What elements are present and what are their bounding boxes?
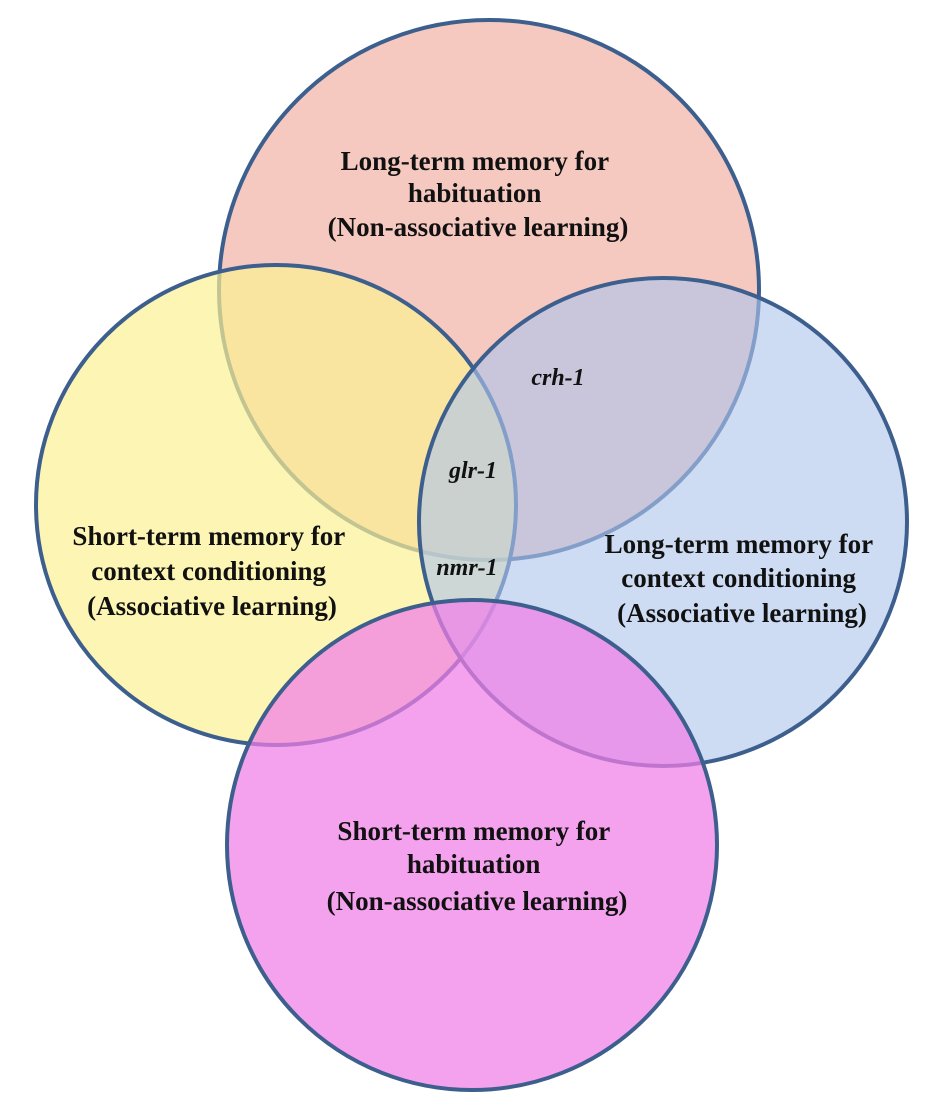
label-stm-habituation-line-3: (Non-associative learning) <box>327 886 628 916</box>
label-ltm-habituation-line-2: habituation <box>408 178 542 208</box>
label-stm-context-conditioning: Short-term memory for context conditioni… <box>72 521 351 621</box>
label-stm-habituation: Short-term memory for habituation (Non-a… <box>327 816 628 916</box>
gene-nmr-1: nmr-1 <box>436 555 497 581</box>
label-ltm-context-line-1: Long-term memory for <box>605 529 873 559</box>
label-ltm-context-conditioning: Long-term memory for context conditionin… <box>605 529 880 628</box>
label-stm-context-line-2: context conditioning <box>91 556 326 586</box>
label-stm-context-line-1: Short-term memory for <box>72 521 345 551</box>
label-ltm-habituation-line-1: Long-term memory for <box>341 146 609 176</box>
label-stm-habituation-line-1: Short-term memory for <box>337 816 610 846</box>
label-ltm-context-line-2: context conditioning <box>621 563 856 593</box>
label-stm-context-line-3: (Associative learning) <box>87 591 337 621</box>
circle-stm-habituation <box>225 598 719 1092</box>
gene-crh-1: crh-1 <box>531 365 584 391</box>
label-ltm-habituation: Long-term memory for habituation (Non-as… <box>328 146 629 242</box>
label-ltm-habituation-line-3: (Non-associative learning) <box>328 212 629 242</box>
label-ltm-context-line-3: (Associative learning) <box>617 598 867 628</box>
gene-glr-1: glr-1 <box>448 458 497 484</box>
label-stm-habituation-line-2: habituation <box>407 849 541 879</box>
